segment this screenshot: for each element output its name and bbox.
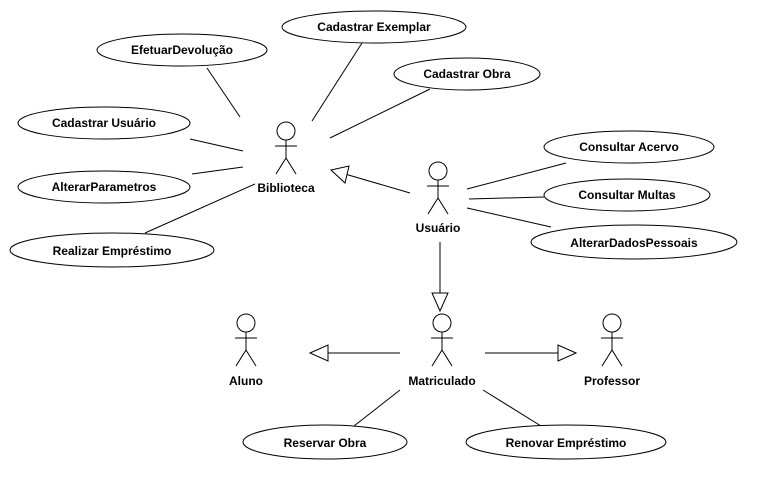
actor-label: Aluno (229, 374, 263, 388)
gen-usuario-biblioteca-arrowhead (329, 165, 350, 184)
assoc-biblioteca-cadastrar-exemplar (311, 42, 363, 122)
assoc-biblioteca-cadastrar-usuario (189, 138, 244, 152)
assoc-biblioteca-cadastrar-obra (329, 88, 431, 139)
stick-figure-icon (275, 121, 297, 175)
stick-figure-icon (431, 313, 453, 367)
assoc-biblioteca-efetuar-devolucao (206, 67, 241, 118)
use-case-label: AlterarDadosPessoais (570, 236, 698, 250)
actor-usuario[interactable]: Usuário (416, 161, 461, 235)
stick-figure-icon (601, 313, 623, 367)
use-case-label: Consultar Acervo (579, 140, 679, 154)
stick-figure-icon (235, 313, 257, 367)
use-case-reservar-obra[interactable]: Reservar Obra (242, 424, 408, 460)
use-case-label: Renovar Empréstimo (506, 436, 627, 450)
assoc-usuario-consultar-acervo (466, 162, 567, 190)
use-case-efetuar-devolucao[interactable]: EfetuarDevolução (96, 33, 268, 67)
assoc-usuario-alterar-dados-pessoais (466, 207, 552, 228)
assoc-matriculado-reservar-obra (353, 389, 401, 427)
use-case-consultar-acervo[interactable]: Consultar Acervo (543, 130, 715, 164)
use-case-label: Cadastrar Obra (423, 67, 511, 81)
assoc-matriculado-renovar-emprestimo (482, 389, 542, 427)
actor-matriculado[interactable]: Matriculado (408, 313, 476, 388)
gen-matriculado-usuario-arrowhead (431, 292, 449, 313)
actor-label: Professor (584, 374, 640, 388)
actor-biblioteca[interactable]: Biblioteca (257, 121, 315, 195)
actor-aluno[interactable]: Aluno (229, 313, 263, 388)
use-case-alterar-parametros[interactable]: AlterarParametros (17, 170, 191, 204)
use-case-label: Realizar Empréstimo (53, 244, 172, 258)
use-case-cadastrar-usuario[interactable]: Cadastrar Usuário (17, 106, 191, 140)
stick-figure-icon (427, 161, 449, 215)
associations (144, 42, 567, 427)
use-case-label: AlterarParametros (52, 180, 157, 194)
gen-usuario-biblioteca-line (344, 173, 411, 194)
use-case-label: Reservar Obra (284, 436, 367, 450)
use-case-consultar-multas[interactable]: Consultar Multas (543, 178, 711, 212)
actor-professor[interactable]: Professor (584, 313, 640, 388)
use-case-label: Consultar Multas (578, 188, 676, 202)
assoc-usuario-consultar-multas (468, 196, 545, 200)
use-case-label: Cadastrar Usuário (52, 116, 156, 130)
actor-label: Matriculado (408, 374, 475, 388)
gen-matriculado-aluno-arrowhead (308, 344, 329, 362)
actor-label: Biblioteca (257, 181, 315, 195)
assoc-biblioteca-alterar-parametros (191, 166, 244, 175)
use-case-alterar-dados-pessoais[interactable]: AlterarDadosPessoais (530, 224, 738, 260)
generalizations (308, 165, 578, 362)
use-case-renovar-emprestimo[interactable]: Renovar Empréstimo (465, 424, 667, 460)
use-case-label: Cadastrar Exemplar (317, 20, 431, 34)
use-case-cadastrar-obra[interactable]: Cadastrar Obra (393, 57, 541, 91)
use-case-realizar-emprestimo[interactable]: Realizar Empréstimo (9, 232, 215, 268)
use-case-label: EfetuarDevolução (131, 43, 233, 57)
actor-label: Usuário (416, 221, 461, 235)
gen-matriculado-professor-arrowhead (557, 344, 578, 362)
use-case-cadastrar-exemplar[interactable]: Cadastrar Exemplar (281, 10, 467, 44)
assoc-biblioteca-realizar-emprestimo (144, 183, 256, 234)
